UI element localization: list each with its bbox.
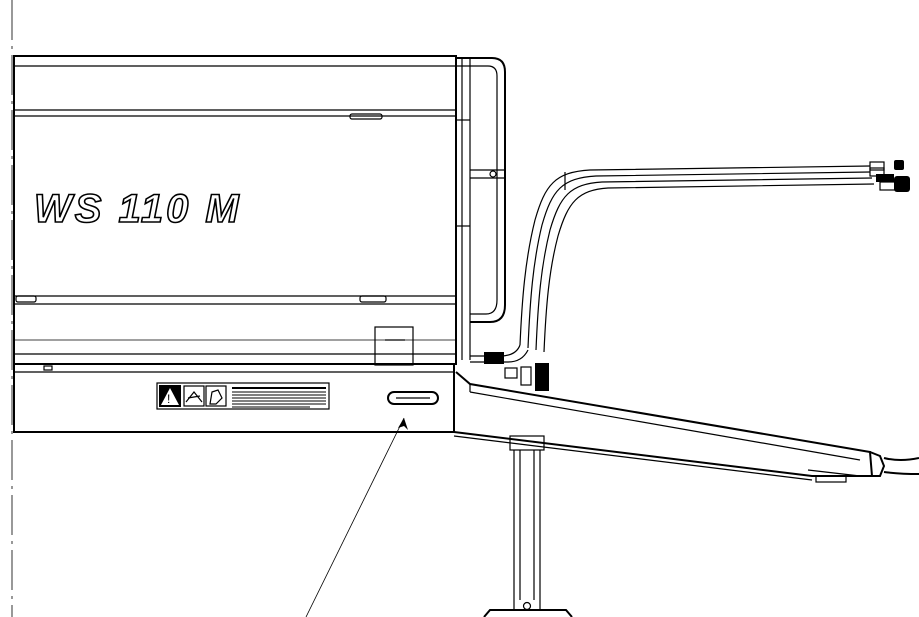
warning-decal: !: [156, 382, 330, 410]
handle-slot: [387, 391, 439, 405]
lower-frame: [13, 363, 455, 433]
hose-couplers: [869, 160, 910, 192]
model-label: WS 110 M: [34, 187, 242, 231]
body-bracket: [374, 326, 414, 366]
drawbar: [453, 371, 919, 483]
decal-text-lines: [232, 387, 326, 408]
callout-leader-line: [305, 417, 408, 617]
jack-stand: [483, 435, 573, 617]
crush-hazard-icon: [183, 385, 205, 407]
hand-hazard-icon: [205, 385, 227, 407]
hydraulic-hoses: [470, 160, 910, 391]
warning-triangle-icon: !: [161, 388, 179, 406]
svg-text:!: !: [167, 392, 170, 406]
side-rail: [456, 57, 506, 360]
